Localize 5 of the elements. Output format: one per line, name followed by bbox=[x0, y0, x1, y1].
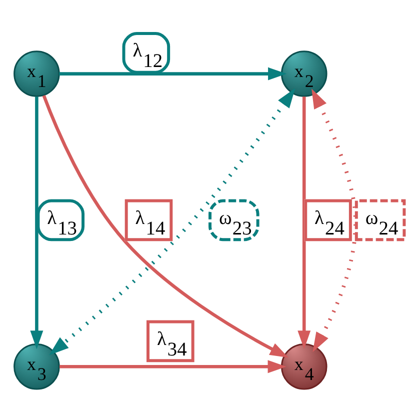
arrow bbox=[30, 96, 44, 349]
arrow bbox=[298, 96, 311, 349]
arrow bbox=[312, 88, 358, 352]
arrow bbox=[60, 360, 286, 373]
arrow bbox=[59, 66, 287, 80]
